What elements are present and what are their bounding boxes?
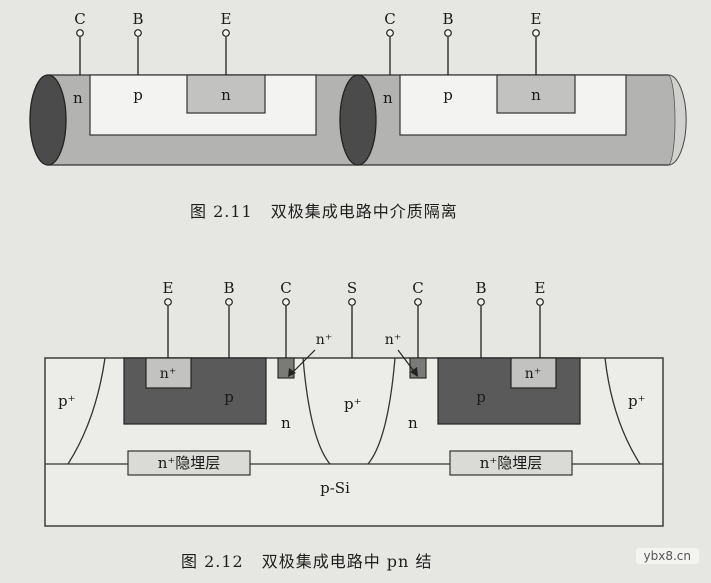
fig12-base-left-terminal-contact — [225, 298, 233, 306]
fig11-right-collector-terminal-contact — [386, 29, 394, 37]
contact-right-label: n⁺ — [385, 332, 401, 348]
figure-2-11-number: 图 2.11 — [190, 202, 253, 221]
fig12-emitter-left-terminal-contact — [164, 298, 172, 306]
isolation-center-label: p⁺ — [344, 395, 362, 413]
isolation-wall-3 — [367, 357, 396, 465]
fig11-left-emitter-label: n — [221, 86, 231, 104]
isolation-wall-4 — [604, 357, 641, 465]
watermark: ybx8.cn — [635, 548, 699, 564]
contact-left-arrow — [289, 349, 316, 376]
base-region-left — [123, 357, 267, 425]
buried-layer-right — [449, 450, 573, 476]
isolated-transistor-1: n p n C B E — [29, 10, 377, 166]
fig12-emitter-right-terminal-contact — [536, 298, 544, 306]
fig11-left-base-label: p — [133, 86, 143, 104]
fig11-right-base-terminal-contact — [444, 29, 452, 37]
fig11-left-left-end — [29, 74, 67, 166]
isolation-right-label: p⁺ — [628, 392, 646, 410]
collector-right-label: n — [408, 414, 418, 432]
fig11-left-base-terminal-label: B — [132, 10, 143, 28]
fig11-right-base-terminal-label: B — [442, 10, 453, 28]
fig12-substrate-terminal-contact — [348, 298, 356, 306]
figure-2-12-caption: 图 2.12 双极集成电路中 pn 结 — [181, 548, 432, 572]
fig11-right-left-end — [339, 74, 377, 166]
fig11-left-emitter-terminal-label: E — [221, 10, 232, 28]
fig11-right-emitter-terminal-contact — [532, 29, 540, 37]
fig12-collector-right-terminal-contact — [414, 298, 422, 306]
fig11-right-right-end — [667, 74, 687, 166]
emitter-right-label: n⁺ — [525, 366, 541, 382]
figure-2-11-dielectric-isolation: n p n C B E n p n C B E — [29, 10, 687, 166]
fig12-emitter-right-terminal-label: E — [535, 279, 546, 297]
base-right-label: p — [476, 388, 486, 406]
buried-layer-left — [127, 450, 251, 476]
buried-layer-left-label: n⁺隐埋层 — [158, 454, 221, 472]
figure-2-12-pn-isolation: n⁺隐埋层 n⁺隐埋层 n⁺ n⁺ p p n⁺ n⁺ p⁺ p⁺ p⁺ n n p-Si E B C S C B E — [44, 279, 664, 527]
collector-left-label: n — [281, 414, 291, 432]
isolation-left-label: p⁺ — [58, 392, 76, 410]
fig11-right-base-label: p — [443, 86, 453, 104]
contact-left-label: n⁺ — [316, 332, 332, 348]
fig11-right-emitter-label: n — [531, 86, 541, 104]
fig12-collector-left-terminal-contact — [282, 298, 290, 306]
fig11-left-base-terminal-contact — [134, 29, 142, 37]
fig12-base-left-terminal-label: B — [223, 279, 234, 297]
fig11-left-emitter-terminal-contact — [222, 29, 230, 37]
emitter-region-left — [145, 357, 192, 389]
isolated-transistor-2: n p n C B E — [339, 10, 687, 166]
isolation-wall-1 — [67, 357, 106, 465]
emitter-left-label: n⁺ — [160, 366, 176, 382]
fig12-base-right-terminal-label: B — [475, 279, 486, 297]
fig11-left-collector-terminal-label: C — [74, 10, 85, 28]
buried-layer-right-label: n⁺隐埋层 — [480, 454, 543, 472]
fig12-collector-right-terminal-label: C — [412, 279, 423, 297]
base-region-right — [437, 357, 581, 425]
fig11-left-collector-terminal-contact — [76, 29, 84, 37]
collector-contact-right — [409, 357, 427, 379]
base-left-label: p — [224, 388, 234, 406]
fig12-base-right-terminal-contact — [477, 298, 485, 306]
fig11-right-emitter-region — [496, 74, 576, 114]
fig11-right-collector-label: n — [383, 89, 393, 107]
figure-2-12-title: 双极集成电路中 pn 结 — [261, 552, 433, 571]
fig12-substrate-terminal-label: S — [347, 279, 357, 297]
contact-left-arrowhead — [288, 368, 296, 377]
fig11-left-collector-label: n — [73, 89, 83, 107]
isolation-wall-2 — [302, 357, 331, 465]
figure-2-11-title: 双极集成电路中介质隔离 — [270, 202, 458, 221]
fig11-right-collector-terminal-label: C — [384, 10, 395, 28]
figure-2-12-number: 图 2.12 — [181, 552, 244, 571]
substrate-label: p-Si — [320, 479, 350, 497]
fig12-emitter-left-terminal-label: E — [163, 279, 174, 297]
fig12-collector-left-terminal-label: C — [280, 279, 291, 297]
emitter-region-right — [510, 357, 557, 389]
contact-right-arrowhead — [410, 367, 418, 377]
figure-2-11-caption: 图 2.11 双极集成电路中介质隔离 — [190, 198, 458, 222]
fig11-right-emitter-terminal-label: E — [531, 10, 542, 28]
